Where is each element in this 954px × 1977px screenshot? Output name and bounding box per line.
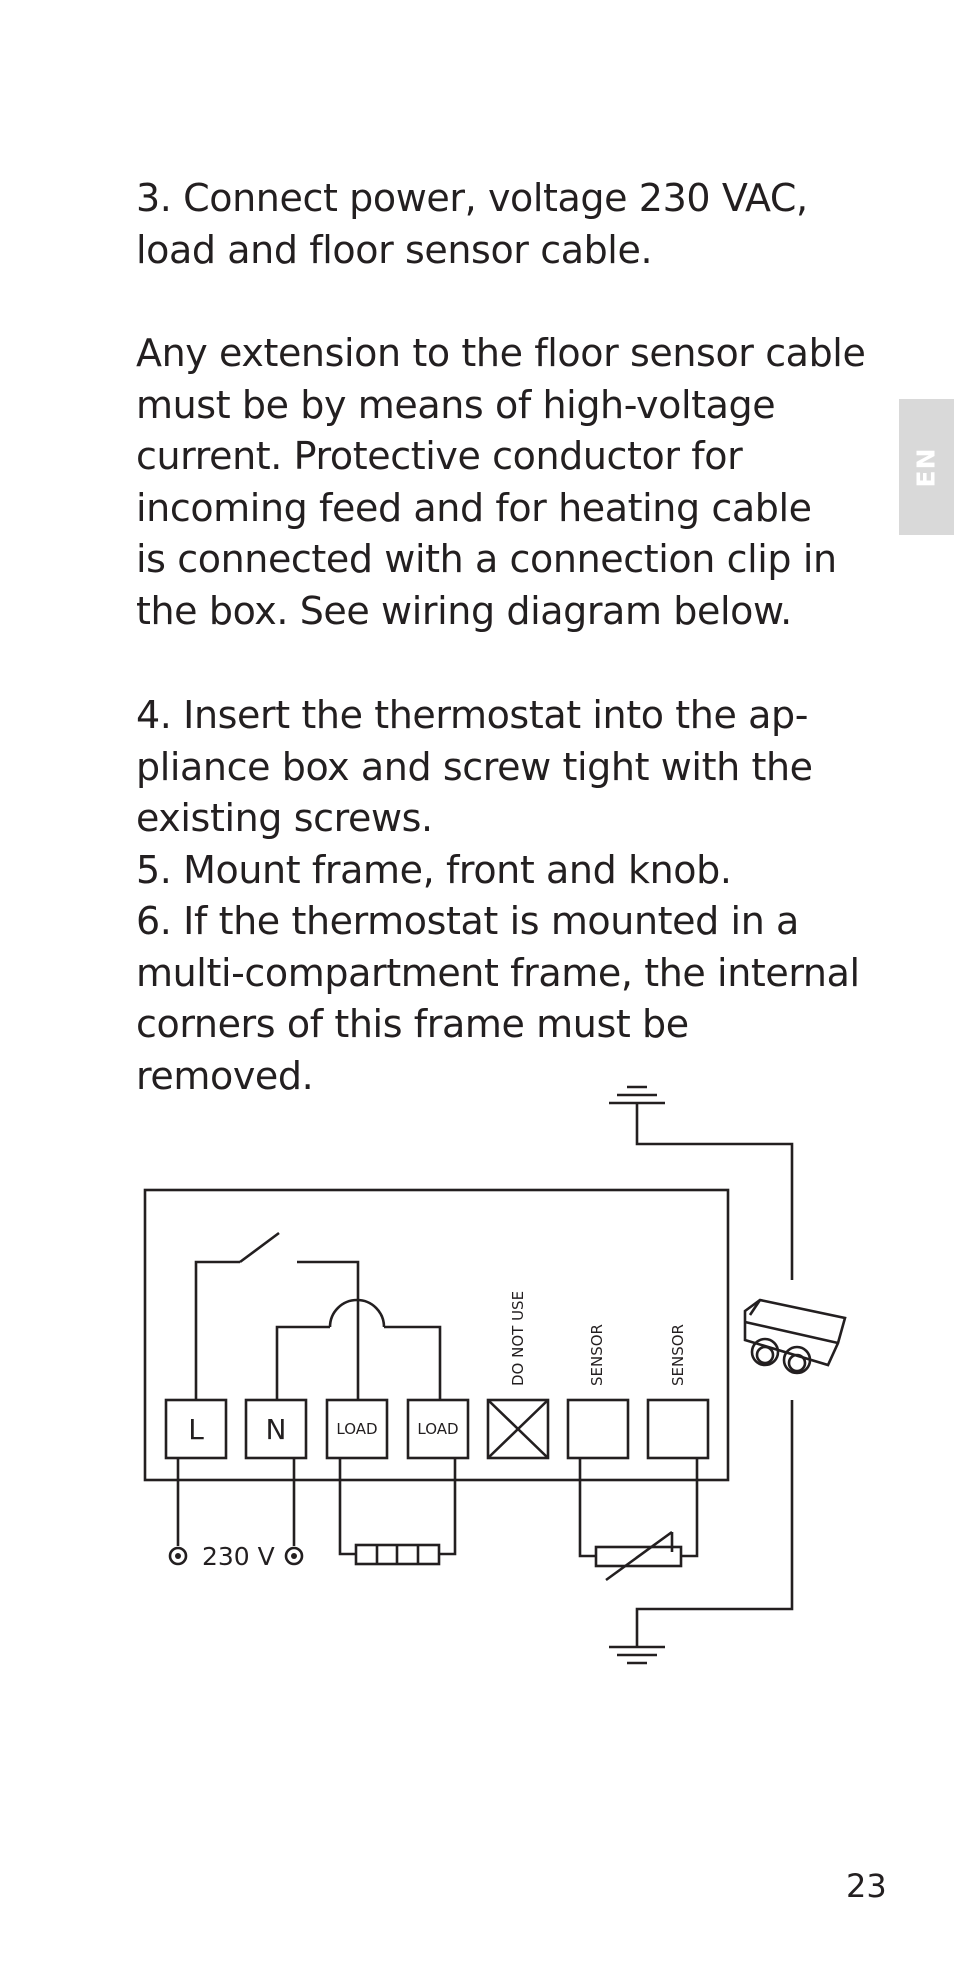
terminal-sensor-1 [566, 1398, 630, 1460]
power-supply: 230 V [168, 1458, 304, 1571]
text-line: 6. If the thermostat is mounted in a [136, 899, 799, 943]
step-3: 3. Connect power, voltage 230 VAC, load … [136, 173, 876, 276]
wiring-diagram: L N LOAD LOAD DO NOT USE SENSOR SENSOR 2… [143, 1085, 847, 1665]
terminal-N: N [244, 1398, 308, 1460]
text-line: pliance box and screw tight with the [136, 744, 813, 789]
text-line: corners of this frame must be removed. [136, 1002, 689, 1098]
text-line: must be by means of high-voltage [136, 382, 776, 427]
steps-4-6: 4. Insert the thermostat into the ap- pl… [136, 690, 876, 1102]
note-paragraph: Any extension to the floor sensor cable … [136, 328, 876, 637]
terminal-sensor-2 [646, 1398, 710, 1460]
text-line: is connected with a connection clip in [136, 537, 837, 581]
terminal-do-not-use [486, 1398, 550, 1460]
text-line: multi-compartment frame, the internal [136, 950, 860, 995]
ground-wire-top [635, 1103, 794, 1280]
ground-symbol-bottom [609, 1645, 665, 1665]
ground-wire-bottom [635, 1400, 794, 1647]
text-line: current. Protective conductor for [136, 434, 743, 478]
connection-clip-icon [743, 1298, 847, 1375]
heating-element-icon [338, 1458, 457, 1566]
terminal-L: L [164, 1398, 228, 1460]
sensor-label-2: SENSOR [669, 1324, 687, 1386]
language-tab-label: EN [911, 446, 941, 488]
internal-wiring [275, 1298, 442, 1400]
do-not-use-label: DO NOT USE [509, 1291, 527, 1386]
text-line: load and floor sensor cable. [136, 227, 653, 272]
text-line: 4. Insert the thermostat into the ap- [136, 693, 809, 737]
terminal-label: LOAD [336, 1420, 377, 1438]
text-line: existing screws. [136, 796, 433, 840]
terminal-label: N [266, 1413, 287, 1446]
language-tab: EN [899, 399, 954, 535]
text-line: 5. Mount frame, front and knob. [136, 847, 732, 892]
thermostat-box [143, 1188, 730, 1482]
text-line: the box. See wiring diagram below. [136, 588, 792, 633]
thermistor-icon [578, 1458, 699, 1582]
terminal-label: LOAD [417, 1420, 458, 1438]
sensor-label-1: SENSOR [588, 1324, 606, 1386]
text-line: incoming feed and for heating cable [136, 485, 812, 530]
page-number: 23 [846, 1867, 887, 1905]
terminal-load-2: LOAD [406, 1398, 470, 1460]
text-line: Any extension to the floor sensor cable [136, 331, 866, 375]
switch-icon [194, 1231, 360, 1400]
ground-symbol-top [609, 1085, 665, 1105]
terminal-load-1: LOAD [325, 1398, 389, 1460]
voltage-label: 230 V [202, 1542, 275, 1571]
text-line: 3. Connect power, voltage 230 VAC, [136, 176, 808, 220]
terminal-label: L [188, 1413, 204, 1446]
